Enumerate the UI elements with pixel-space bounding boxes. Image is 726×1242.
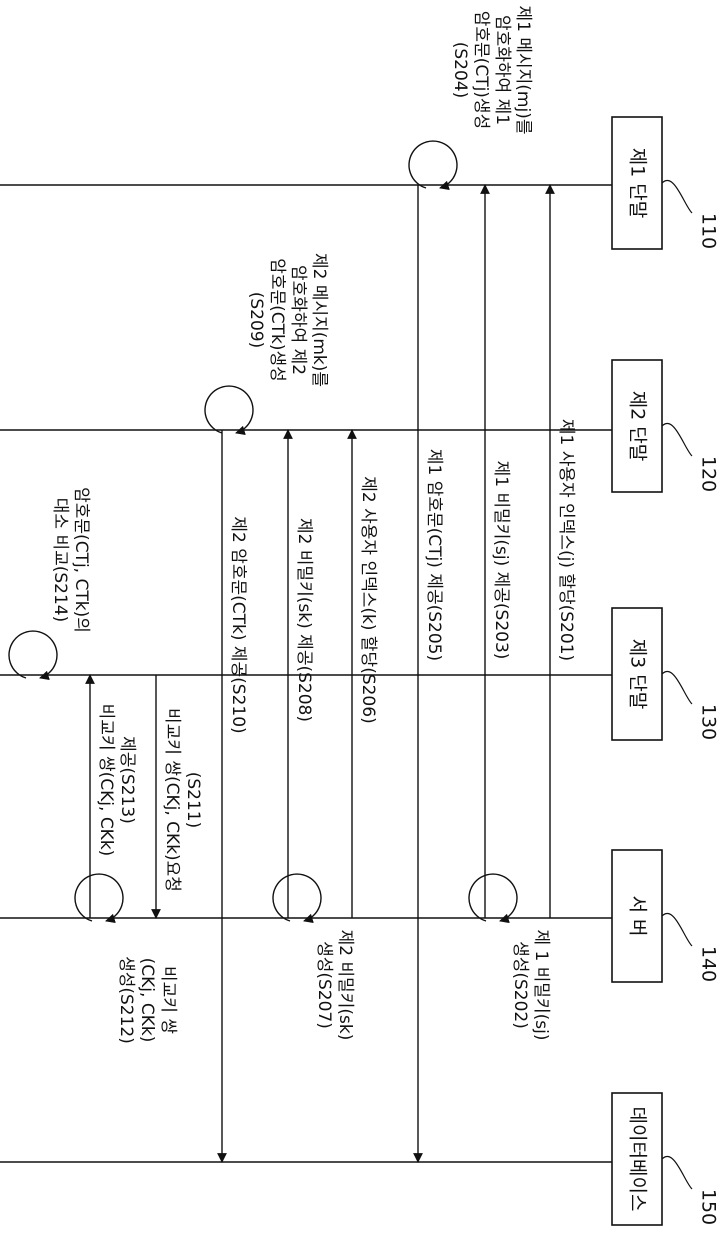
message-label: 제1 사용자 인덱스(j) 할당(S201)	[556, 419, 576, 661]
self-step-S207: 제2 비밀키(sk)생성(S207)	[272, 873, 355, 1041]
message-label: 제2 사용자 인덱스(k) 할당(S206)	[358, 476, 378, 723]
message-S206: 제2 사용자 인덱스(k) 할당(S206)	[347, 429, 378, 918]
entity-label: 서 버	[627, 896, 649, 937]
entity-box	[611, 359, 663, 493]
entity-label: 제1 단말	[627, 148, 649, 219]
ref-number: 130	[698, 704, 720, 740]
message-S205: 제1 암호문(CTj) 제공(S205)	[413, 185, 444, 1163]
message-label: 비교키 쌍(CKj, CKk)요청	[162, 708, 182, 892]
self-step-label: 제2 메시지(mk)를	[309, 253, 329, 387]
message-label: 제1 암호문(CTj) 제공(S205)	[424, 449, 444, 661]
message-label: 제1 비밀키(sj) 제공(S203)	[491, 461, 511, 660]
self-loop-arrow	[272, 873, 322, 924]
ref-number: 120	[698, 456, 720, 492]
self-loop-arrow	[74, 873, 124, 924]
self-step-S212: 비교키 쌍(CKj, CKk)생성(S212)	[74, 873, 178, 1044]
entity-130: 제3 단말 130	[611, 607, 720, 741]
entity-150: 데이터베이스 150	[611, 1092, 720, 1226]
self-loop-arrow	[8, 630, 58, 681]
self-step-label: 암호화하여 제2	[288, 265, 308, 375]
ref-leader	[661, 912, 693, 947]
self-step-S214: 암호문(CTj, CTk)의대소 비교(S214)	[8, 487, 91, 681]
message-label: 비교키 쌍(CKj, CKk)	[96, 704, 116, 857]
message-S211: 비교키 쌍(CKj, CKk)요청(S211)	[151, 675, 203, 919]
entity-label: 데이터베이스	[627, 1107, 649, 1212]
entity-box	[611, 1092, 663, 1226]
self-loop-arrow	[468, 873, 518, 924]
self-loop-arrow	[204, 385, 254, 436]
self-step-label: 생성(S202)	[510, 941, 530, 1029]
message-label: (S211)	[183, 772, 203, 829]
self-step-label: 제1 메시지(mj)를	[513, 6, 533, 135]
entity-label: 제2 단말	[627, 391, 649, 462]
ref-leader	[661, 1155, 693, 1190]
self-step-label: 암호문(CTj, CTk)의	[71, 487, 91, 633]
self-step-label: 제 1 비밀키(sj)	[531, 929, 551, 1040]
ref-number: 150	[698, 1189, 720, 1225]
message-S203: 제1 비밀키(sj) 제공(S203)	[480, 184, 511, 918]
message-S201: 제1 사용자 인덱스(j) 할당(S201)	[545, 184, 576, 918]
message-label: 제2 비밀키(sk) 제공(S208)	[294, 518, 314, 722]
ref-number: 110	[698, 213, 720, 249]
message-S208: 제2 비밀키(sk) 제공(S208)	[283, 429, 314, 918]
self-step-label: (CKj, CKk)	[137, 958, 157, 1043]
self-loop-arrow	[408, 140, 458, 191]
entity-box	[611, 607, 663, 741]
self-step-label: 암호문(CTk)생성	[267, 258, 287, 382]
entity-120: 제2 단말 120	[611, 359, 720, 493]
entity-110: 제1 단말 110	[611, 116, 720, 250]
entity-label: 제3 단말	[627, 639, 649, 710]
self-step-label: 암호화하여 제1	[492, 15, 512, 125]
self-step-label: 생성(S207)	[314, 941, 334, 1029]
self-step-label: (S209)	[246, 292, 266, 349]
self-step-label: 제2 비밀키(sk)	[335, 930, 355, 1041]
self-step-label: 비교키 쌍	[158, 966, 178, 1034]
self-step-label: (S204)	[450, 42, 470, 99]
ref-leader	[661, 670, 693, 705]
ref-number: 140	[698, 946, 720, 982]
entity-box	[611, 116, 663, 250]
entity-140: 서 버 140	[611, 849, 720, 983]
message-label: 제2 암호문(CTk) 제공(S210)	[228, 516, 248, 733]
self-step-label: 대소 비교(S214)	[50, 498, 70, 622]
message-S213: 비교키 쌍(CKj, CKk)제공(S213)	[85, 674, 137, 918]
message-label: 제공(S213)	[117, 736, 137, 824]
message-S210: 제2 암호문(CTk) 제공(S210)	[217, 430, 248, 1163]
self-step-S202: 제 1 비밀키(sj)생성(S202)	[468, 873, 551, 1041]
self-step-label: 암호문(CTj)생성	[471, 11, 491, 129]
ref-leader	[661, 179, 693, 214]
self-step-label: 생성(S212)	[116, 956, 136, 1044]
ref-leader	[661, 422, 693, 457]
